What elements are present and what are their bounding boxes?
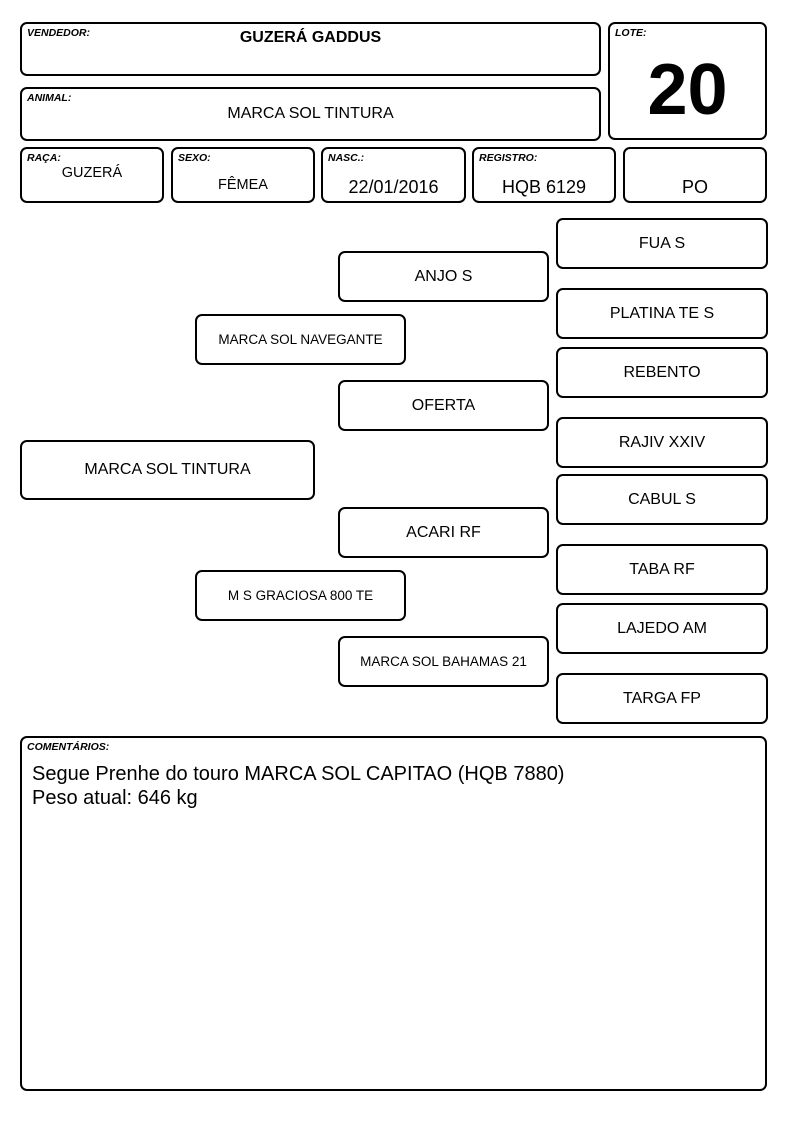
pedigree-dam-dam: MARCA SOL BAHAMAS 21 — [338, 636, 549, 687]
pedigree-sire-sire: ANJO S — [338, 251, 549, 302]
sexo-label: SEXO: — [178, 152, 211, 164]
pedigree-g3-6: TABA RF — [556, 544, 768, 595]
registro-box: REGISTRO: HQB 6129 — [472, 147, 616, 203]
nasc-value: 22/01/2016 — [348, 177, 439, 197]
comment-line: Peso atual: 646 kg — [32, 787, 198, 809]
pedigree-sire: MARCA SOL NAVEGANTE — [195, 314, 406, 365]
raca-label: RAÇA: — [27, 152, 61, 164]
pedigree-g3-2: PLATINA TE S — [556, 288, 768, 339]
registro-label: REGISTRO: — [479, 152, 538, 164]
pedigree-dam: M S GRACIOSA 800 TE — [195, 570, 406, 621]
lote-box: LOTE: 20 — [608, 22, 767, 140]
comments-text: Segue Prenhe do touro MARCA SOL CAPITAO … — [32, 762, 755, 810]
pedigree-g3-1: FUA S — [556, 218, 768, 269]
raca-value: GUZERÁ — [61, 165, 123, 181]
nasc-label: NASC.: — [328, 152, 365, 164]
pedigree-animal: MARCA SOL TINTURA — [20, 440, 315, 500]
animal-box: ANIMAL: MARCA SOL TINTURA — [20, 87, 601, 141]
sexo-value: FÊMEA — [218, 177, 268, 193]
pedigree-g3-3: REBENTO — [556, 347, 768, 398]
vendedor-label: VENDEDOR: — [27, 27, 91, 39]
pedigree-sire-dam: OFERTA — [338, 380, 549, 431]
registro-value: HQB 6129 — [501, 177, 587, 197]
animal-label: ANIMAL: — [27, 92, 72, 104]
categoria-value: PO — [681, 177, 708, 197]
pedigree-g3-5: CABUL S — [556, 474, 768, 525]
pedigree-g3-8: TARGA FP — [556, 673, 768, 724]
raca-box: RAÇA: GUZERÁ — [20, 147, 164, 203]
comment-line: Segue Prenhe do touro MARCA SOL CAPITAO … — [32, 763, 565, 785]
comments-box: COMENTÁRIOS: Segue Prenhe do touro MARCA… — [20, 736, 767, 1091]
vendedor-value: GUZERÁ GADDUS — [239, 29, 382, 46]
categoria-box: PO — [623, 147, 767, 203]
animal-value: MARCA SOL TINTURA — [227, 105, 394, 122]
pedigree-g3-7: LAJEDO AM — [556, 603, 768, 654]
pedigree-g3-4: RAJIV XXIV — [556, 417, 768, 468]
sexo-box: SEXO: FÊMEA — [171, 147, 315, 203]
lote-number: 20 — [647, 50, 728, 130]
vendedor-box: VENDEDOR: GUZERÁ GADDUS — [20, 22, 601, 76]
pedigree-dam-sire: ACARI RF — [338, 507, 549, 558]
nasc-box: NASC.: 22/01/2016 — [321, 147, 466, 203]
comments-label: COMENTÁRIOS: — [27, 741, 110, 753]
lote-label: LOTE: — [615, 27, 647, 39]
